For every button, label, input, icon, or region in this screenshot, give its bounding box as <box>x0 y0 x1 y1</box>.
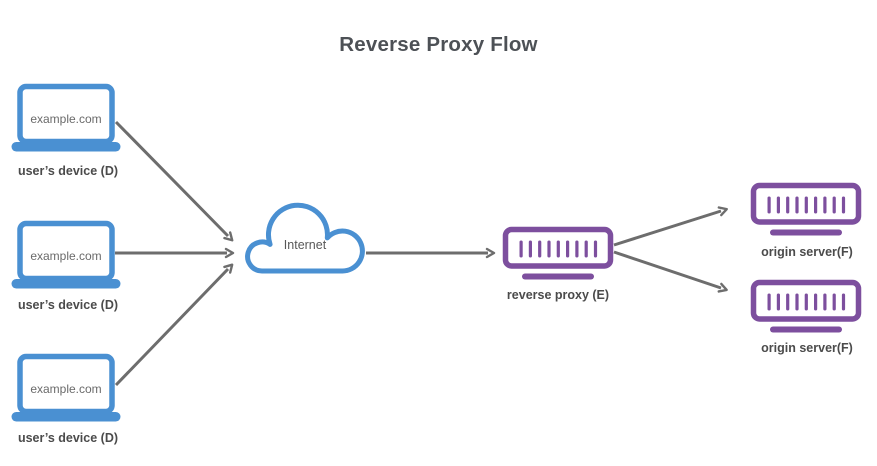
arrow-proxy-to-origin1 <box>613 206 728 247</box>
laptop-icon <box>11 83 121 152</box>
arrow-proxy-to-origin2 <box>613 250 728 293</box>
device-screen-text: example.com <box>30 249 102 263</box>
cloud-icon <box>245 202 365 274</box>
server-icon <box>502 226 614 280</box>
device-screen-text: example.com <box>30 382 102 396</box>
origin-server-label-2: origin server(F) <box>761 341 853 355</box>
origin-server-node-1 <box>750 182 862 238</box>
diagram-title: Reverse Proxy Flow <box>339 33 538 56</box>
device-label-1: user’s device (D) <box>17 164 119 178</box>
device-label-2: user’s device (D) <box>17 298 119 312</box>
origin-server-node-2 <box>750 279 862 335</box>
device-screen-text: example.com <box>30 112 102 126</box>
laptop-icon <box>11 353 121 422</box>
device-label-3: user’s device (D) <box>17 431 119 445</box>
origin-server-label-1: origin server(F) <box>761 245 853 259</box>
internet-label: Internet <box>283 238 327 252</box>
laptop-icon <box>11 220 121 289</box>
user-device-node-2: example.com <box>11 219 121 289</box>
server-icon <box>750 279 862 333</box>
arrow-device1-to-internet <box>114 120 234 242</box>
user-device-node-1: example.com <box>11 82 121 152</box>
reverse-proxy-label: reverse proxy (E) <box>506 288 610 302</box>
internet-cloud-node <box>245 201 365 277</box>
reverse-proxy-node <box>502 226 614 282</box>
server-icon <box>750 182 862 236</box>
arrow-device3-to-internet <box>114 263 234 387</box>
user-device-node-3: example.com <box>11 352 121 422</box>
